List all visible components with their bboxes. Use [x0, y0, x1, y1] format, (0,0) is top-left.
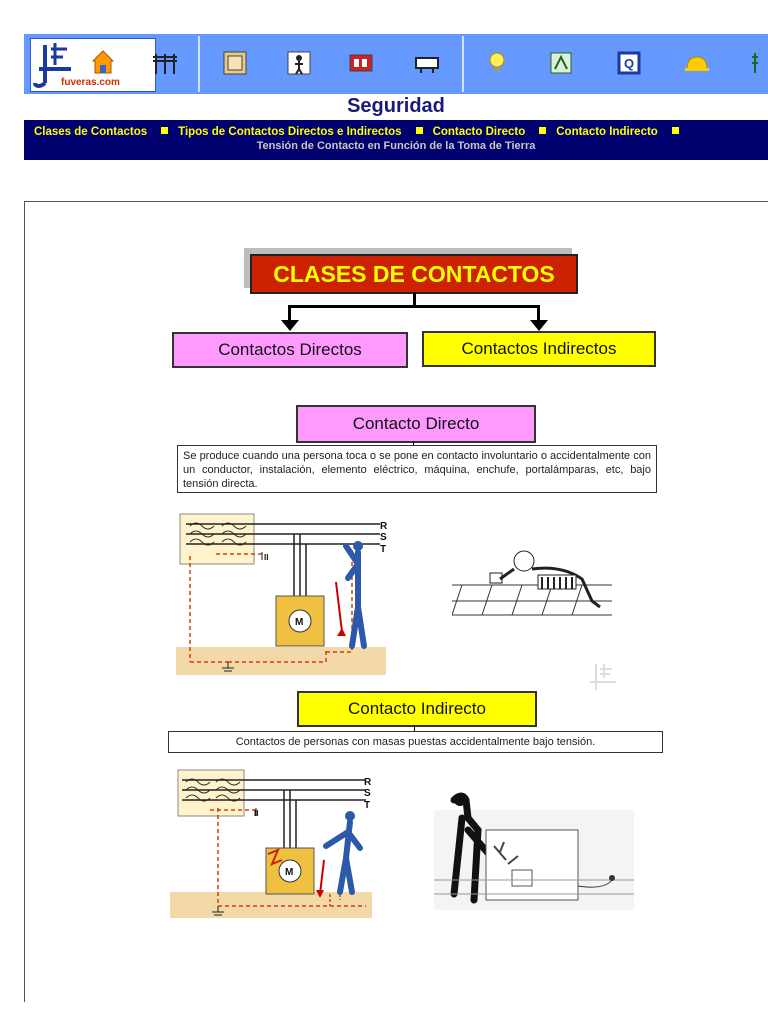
subnav-link-indirecto[interactable]: Contacto Indirecto: [556, 126, 658, 138]
page-title: Seguridad: [347, 95, 445, 117]
site-logo[interactable]: fuveras.com: [30, 38, 156, 92]
top-navigation-bar: fuveras.com Q: [24, 34, 768, 94]
fire-safety-icon[interactable]: [346, 48, 376, 78]
watermark-logo-icon: [590, 664, 616, 690]
switch-label: II: [254, 809, 258, 818]
nav-separator: [462, 36, 464, 92]
subnav-link-tipos[interactable]: Tipos de Contactos Directos e Indirectos: [178, 126, 402, 138]
quality-icon[interactable]: Q: [614, 48, 644, 78]
contactos-indirectos-box: Contactos Indirectos: [422, 331, 656, 367]
connector-line: [414, 725, 415, 731]
phase-label-s: S: [380, 532, 387, 543]
logo-text: fuveras.com: [61, 77, 120, 88]
subnav-link-clases[interactable]: Clases de Contactos: [34, 126, 148, 138]
content-panel: [24, 201, 768, 1002]
phase-label-s: S: [364, 788, 371, 799]
title-bar: Seguridad: [24, 94, 768, 120]
bullet-icon: [671, 127, 679, 134]
tools-icon[interactable]: [744, 48, 768, 78]
arrow-down-icon: [530, 320, 548, 331]
connector-line: [413, 292, 416, 306]
logo-icon: [33, 43, 115, 88]
svg-text:Q: Q: [624, 56, 634, 71]
phase-label-r: R: [380, 521, 388, 532]
section-navigation: Clases de Contactos Tipos de Contactos Di…: [24, 120, 768, 160]
phase-label-t: T: [364, 800, 370, 811]
subnav-links: Clases de Contactos Tipos de Contactos Di…: [34, 126, 689, 138]
phase-label-t: T: [380, 544, 386, 555]
contacto-indirecto-heading: Contacto Indirecto: [297, 691, 537, 727]
connector-line: [413, 441, 414, 447]
person-appliance-illustration: [434, 792, 634, 910]
subnav-link-directo[interactable]: Contacto Directo: [432, 126, 526, 138]
arrow-down-icon: [281, 320, 299, 331]
diagram-main-title: CLASES DE CONTACTOS: [250, 254, 578, 294]
subnav-link-tension[interactable]: Tensión de Contacto en Función de la Tom…: [256, 140, 536, 152]
measurement-icon[interactable]: [546, 48, 576, 78]
electrical-panel-icon[interactable]: [220, 48, 250, 78]
indirect-contact-circuit-diagram: M II R S T: [170, 769, 372, 918]
worker-icon[interactable]: [284, 48, 314, 78]
bullet-icon: [161, 127, 169, 134]
motor-label: M: [285, 867, 293, 878]
bullet-icon: [539, 127, 547, 134]
contactos-directos-box: Contactos Directos: [172, 332, 408, 368]
lightbulb-icon[interactable]: [482, 48, 512, 78]
contacto-directo-heading: Contacto Directo: [296, 405, 536, 443]
nav-separator: [198, 36, 200, 92]
connector-line: [288, 305, 540, 308]
motor-label: M: [295, 617, 303, 628]
switch-label: II: [264, 553, 268, 562]
connector-line: [288, 305, 291, 325]
contacto-indirecto-description: Contactos de personas con masas puestas …: [168, 731, 663, 753]
hard-hat-icon[interactable]: [682, 48, 712, 78]
child-outlet-illustration: [452, 550, 612, 616]
power-lines-icon[interactable]: [150, 48, 180, 78]
direct-contact-circuit-diagram: M II R S T: [176, 513, 388, 675]
generator-icon[interactable]: [412, 48, 442, 78]
contacto-directo-description: Se produce cuando una persona toca o se …: [177, 445, 657, 493]
bullet-icon: [415, 127, 423, 134]
phase-label-r: R: [364, 777, 372, 788]
connector-line: [537, 305, 540, 325]
